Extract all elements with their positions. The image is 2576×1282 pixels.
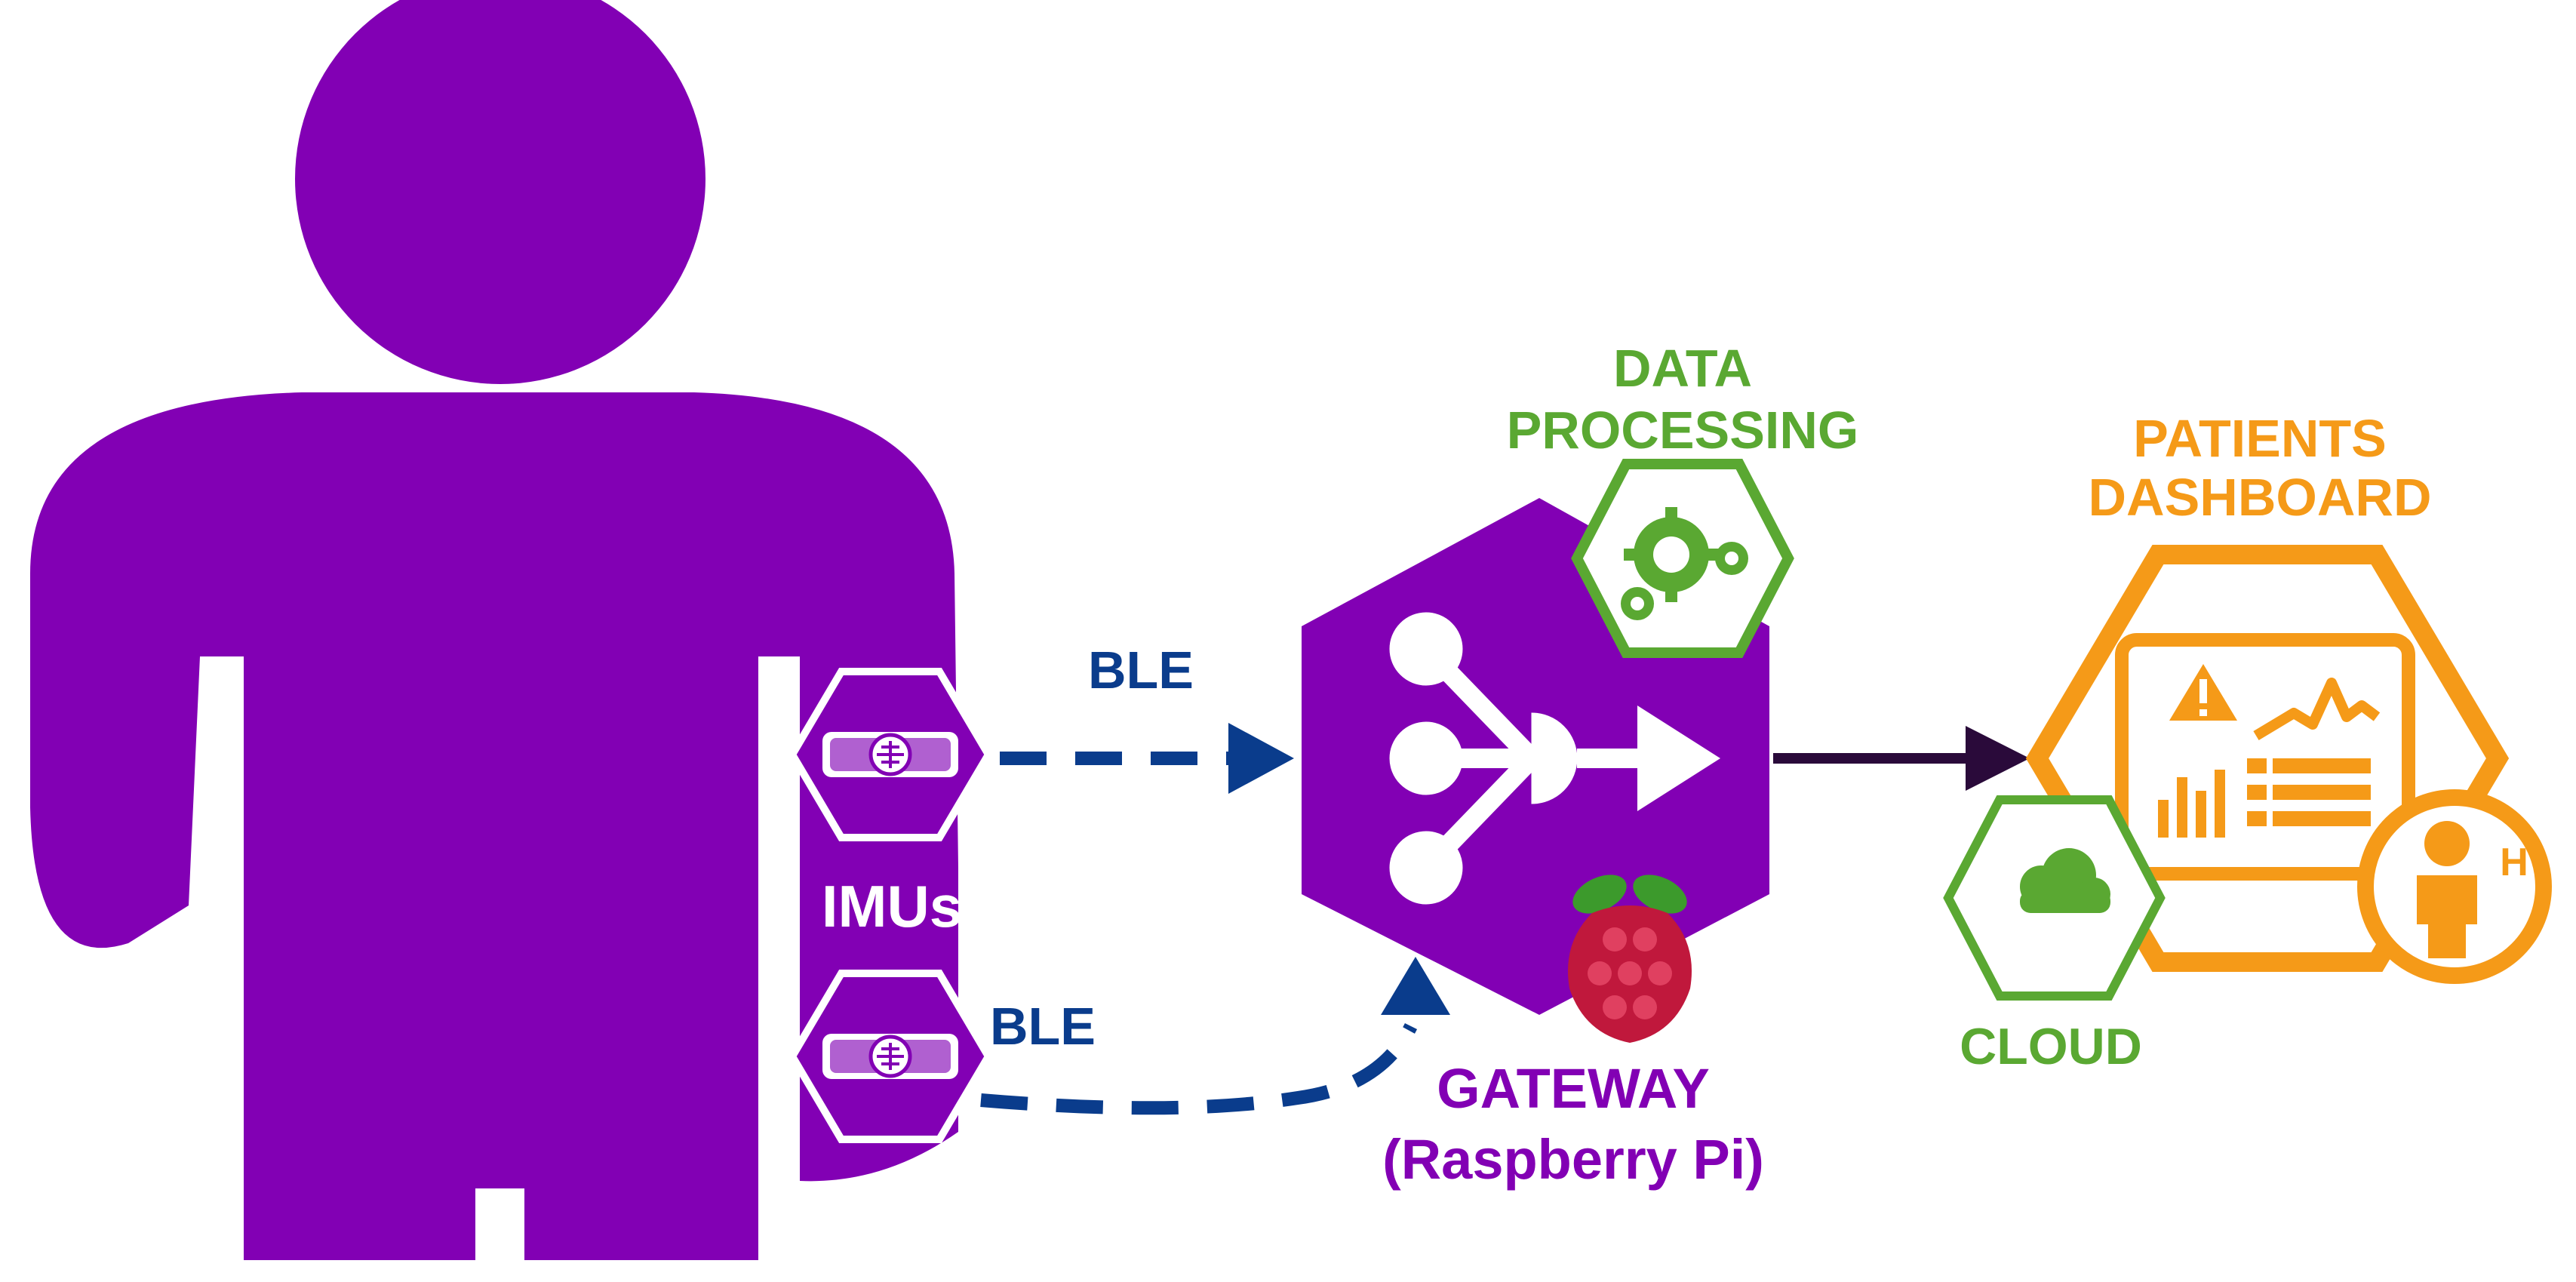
patient-badge: H (2357, 789, 2552, 984)
raspberry-pi-logo-icon (1568, 875, 1692, 1043)
imu-sensor-bottom (788, 970, 993, 1143)
ble-top-connection (1000, 723, 1294, 794)
imus-label: IMUs (822, 873, 962, 939)
patient-person-icon (2417, 821, 2477, 958)
imu-chip-grid (877, 741, 904, 768)
gateway-label-line1: GATEWAY (1437, 1057, 1710, 1120)
cloud-label: CLOUD (1960, 1018, 2142, 1075)
imu-sensor-top (788, 668, 993, 841)
patient-badge-letter: H (2500, 841, 2528, 884)
imu-chip-grid (877, 1043, 904, 1070)
gateway-label-line2: (Raspberry Pi) (1382, 1128, 1764, 1191)
person-body (30, 392, 958, 1260)
hub-arrow-icon (1389, 612, 1720, 905)
gateway-to-cloud-arrowhead (1966, 726, 2030, 791)
ble-top-arrowhead (1228, 723, 1294, 794)
person-silhouette-icon (30, 0, 958, 1260)
data-processing-label-line1: DATA (1613, 339, 1752, 398)
data-processing-label-line2: PROCESSING (1507, 401, 1859, 460)
patients-dashboard-label-line1: PATIENTS (2133, 409, 2387, 468)
ble-bottom-label: BLE (990, 997, 1096, 1056)
ble-bottom-connection (980, 957, 1450, 1115)
cloud-icon (2020, 848, 2110, 913)
ble-top-label: BLE (1088, 641, 1194, 699)
patients-dashboard-label-line2: DASHBOARD (2089, 468, 2432, 527)
gears-icon (1621, 507, 1748, 620)
dashboard-monitor-icon (2115, 633, 2415, 881)
ble-bottom-arrowhead (1381, 957, 1450, 1015)
data-processing-node (1571, 459, 1794, 658)
person-head (295, 0, 705, 384)
ble-bottom-dashed-curve (980, 1022, 1418, 1115)
cloud-node (1943, 795, 2166, 1001)
gateway-to-cloud-arrow (1773, 726, 2030, 791)
person-arm-gap-left (200, 656, 244, 1207)
